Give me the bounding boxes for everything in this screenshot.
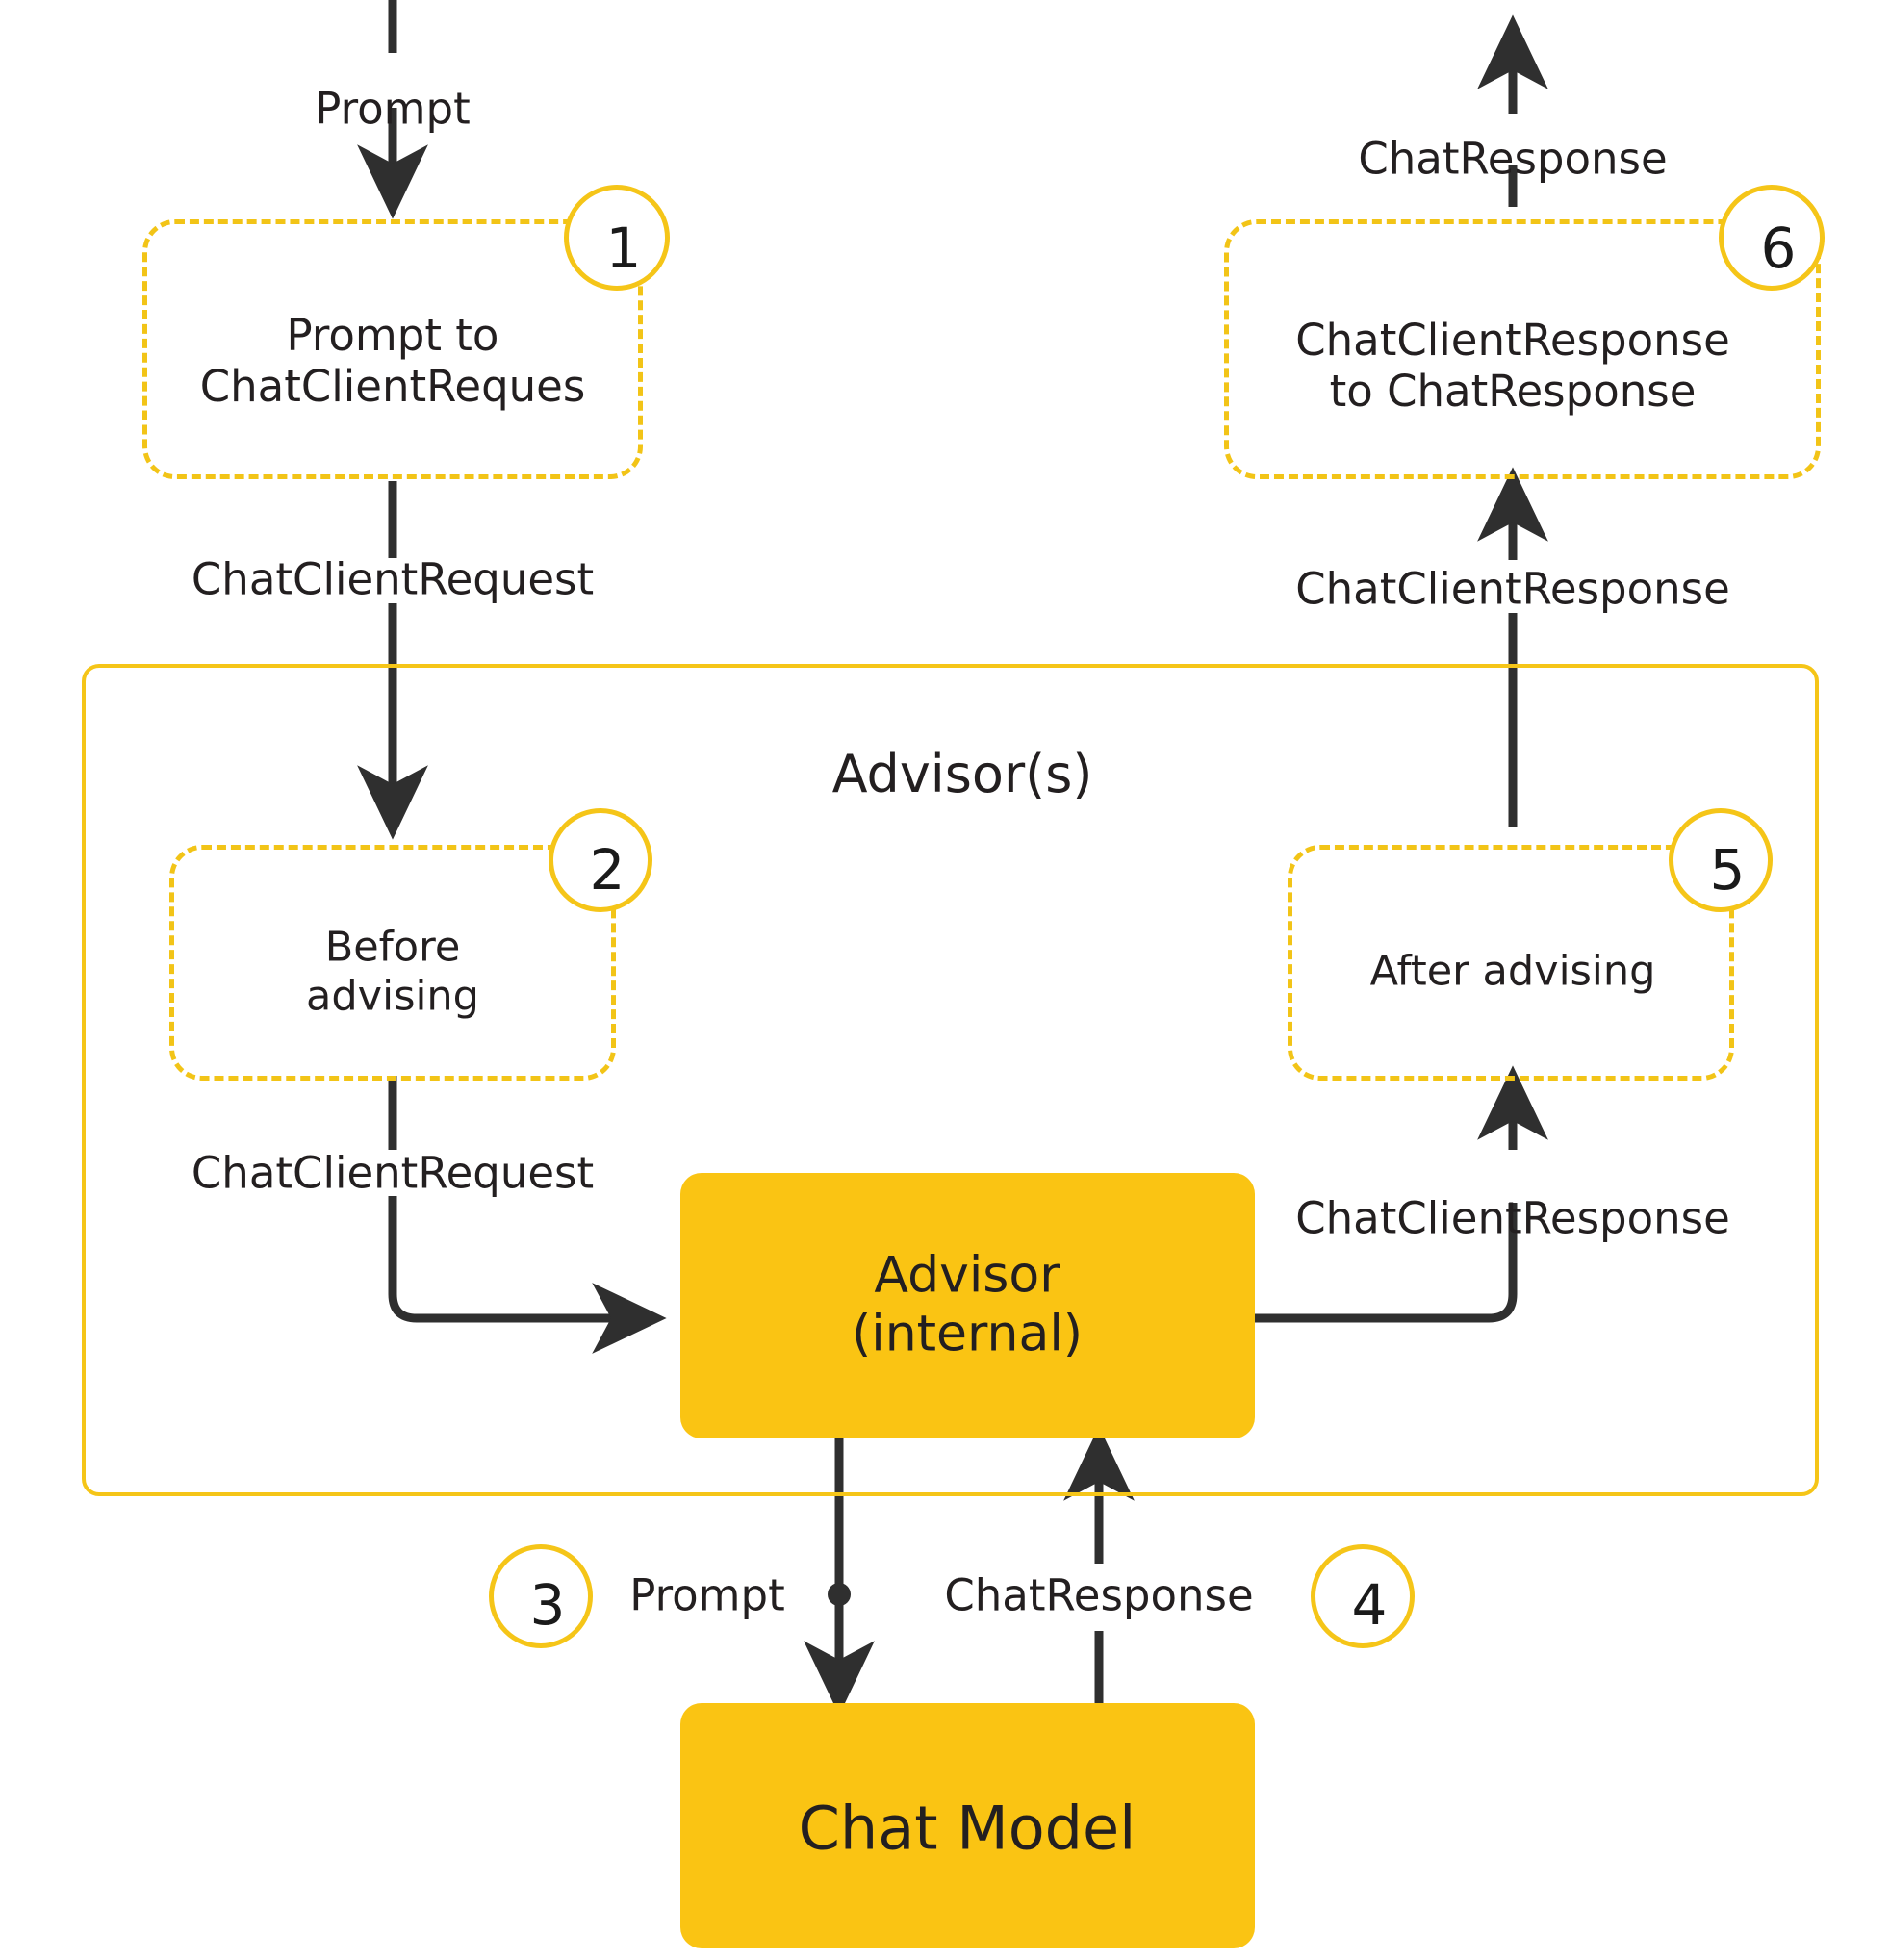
step-2-badge[interactable] [549, 808, 652, 912]
step-6-badge[interactable] [1719, 185, 1825, 291]
edge-prompt-to-model [804, 1438, 875, 1716]
chat-model-node[interactable] [680, 1703, 1255, 1948]
step-2-box[interactable] [169, 845, 616, 1081]
step-5-badge[interactable] [1669, 808, 1773, 912]
step-1-badge[interactable] [564, 185, 670, 291]
step-5-box[interactable] [1288, 845, 1734, 1081]
step-3-badge[interactable] [489, 1544, 593, 1648]
step-1-box[interactable] [142, 219, 643, 479]
edge-chatclientresponse-1 [1251, 1065, 1548, 1323]
step-6-box[interactable] [1224, 219, 1821, 479]
advisor-internal-node[interactable] [680, 1173, 1255, 1438]
edge-chatclientrequest-2 [388, 1076, 667, 1354]
advisor-group-container[interactable] [82, 664, 1819, 1496]
step-4-badge[interactable] [1311, 1544, 1415, 1648]
